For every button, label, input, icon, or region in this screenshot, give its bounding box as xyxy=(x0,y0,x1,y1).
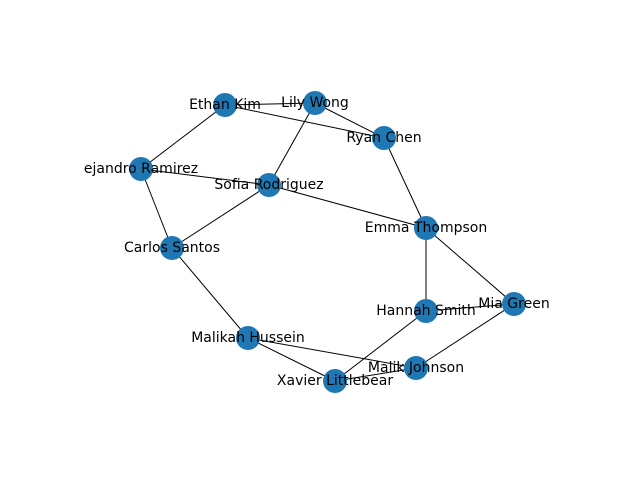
node-label-ethan: Ethan Kim xyxy=(189,97,261,113)
edge-hannah-xavier xyxy=(334,310,427,382)
edge-malik-xavier xyxy=(334,367,417,382)
nodes-layer xyxy=(129,91,526,393)
node-carlos xyxy=(160,236,184,260)
node-ryan xyxy=(372,126,396,150)
node-label-lily: Lily Wong xyxy=(281,95,349,111)
edge-sofia-emma xyxy=(268,184,427,229)
node-label-malik: Malik Johnson xyxy=(368,360,464,376)
edge-sofia-carlos xyxy=(171,184,270,249)
edge-lily-sofia xyxy=(268,102,316,186)
edges-layer xyxy=(140,102,515,382)
edge-ryan-emma xyxy=(383,137,427,229)
node-label-malikah: Malikah Hussein xyxy=(191,330,305,346)
node-label-carlos: Carlos Santos xyxy=(124,240,220,256)
node-lily xyxy=(303,91,327,115)
node-mia xyxy=(502,292,526,316)
node-label-mia: Mia Green xyxy=(478,296,549,312)
edge-lily-ryan xyxy=(314,102,385,139)
node-ethan xyxy=(213,93,237,117)
node-label-alejandro: ejandro Ramirez xyxy=(84,161,198,177)
edge-ethan-lily xyxy=(224,102,316,106)
node-label-emma: Emma Thompson xyxy=(365,220,487,236)
node-label-sofia: Sofia Rodriguez xyxy=(214,177,323,193)
node-hannah xyxy=(414,299,438,323)
edge-malikah-malik xyxy=(247,337,417,369)
edge-mia-malik xyxy=(415,303,515,369)
node-label-hannah: Hannah Smith xyxy=(376,303,476,319)
node-label-ryan: Ryan Chen xyxy=(346,130,421,146)
node-xavier xyxy=(323,369,347,393)
edge-malikah-xavier xyxy=(247,337,336,382)
node-label-xavier: Xavier Littlebear xyxy=(277,373,393,389)
edge-emma-mia xyxy=(425,227,515,305)
node-emma xyxy=(414,216,438,240)
edge-carlos-malikah xyxy=(171,247,249,339)
edge-ethan-alejandro xyxy=(140,104,226,170)
node-sofia xyxy=(257,173,281,197)
edge-alejandro-sofia xyxy=(140,168,270,186)
node-alejandro xyxy=(129,157,153,181)
node-malikah xyxy=(236,326,260,350)
edge-alejandro-carlos xyxy=(140,168,173,249)
node-malik xyxy=(404,356,428,380)
edge-hannah-mia xyxy=(425,303,515,312)
